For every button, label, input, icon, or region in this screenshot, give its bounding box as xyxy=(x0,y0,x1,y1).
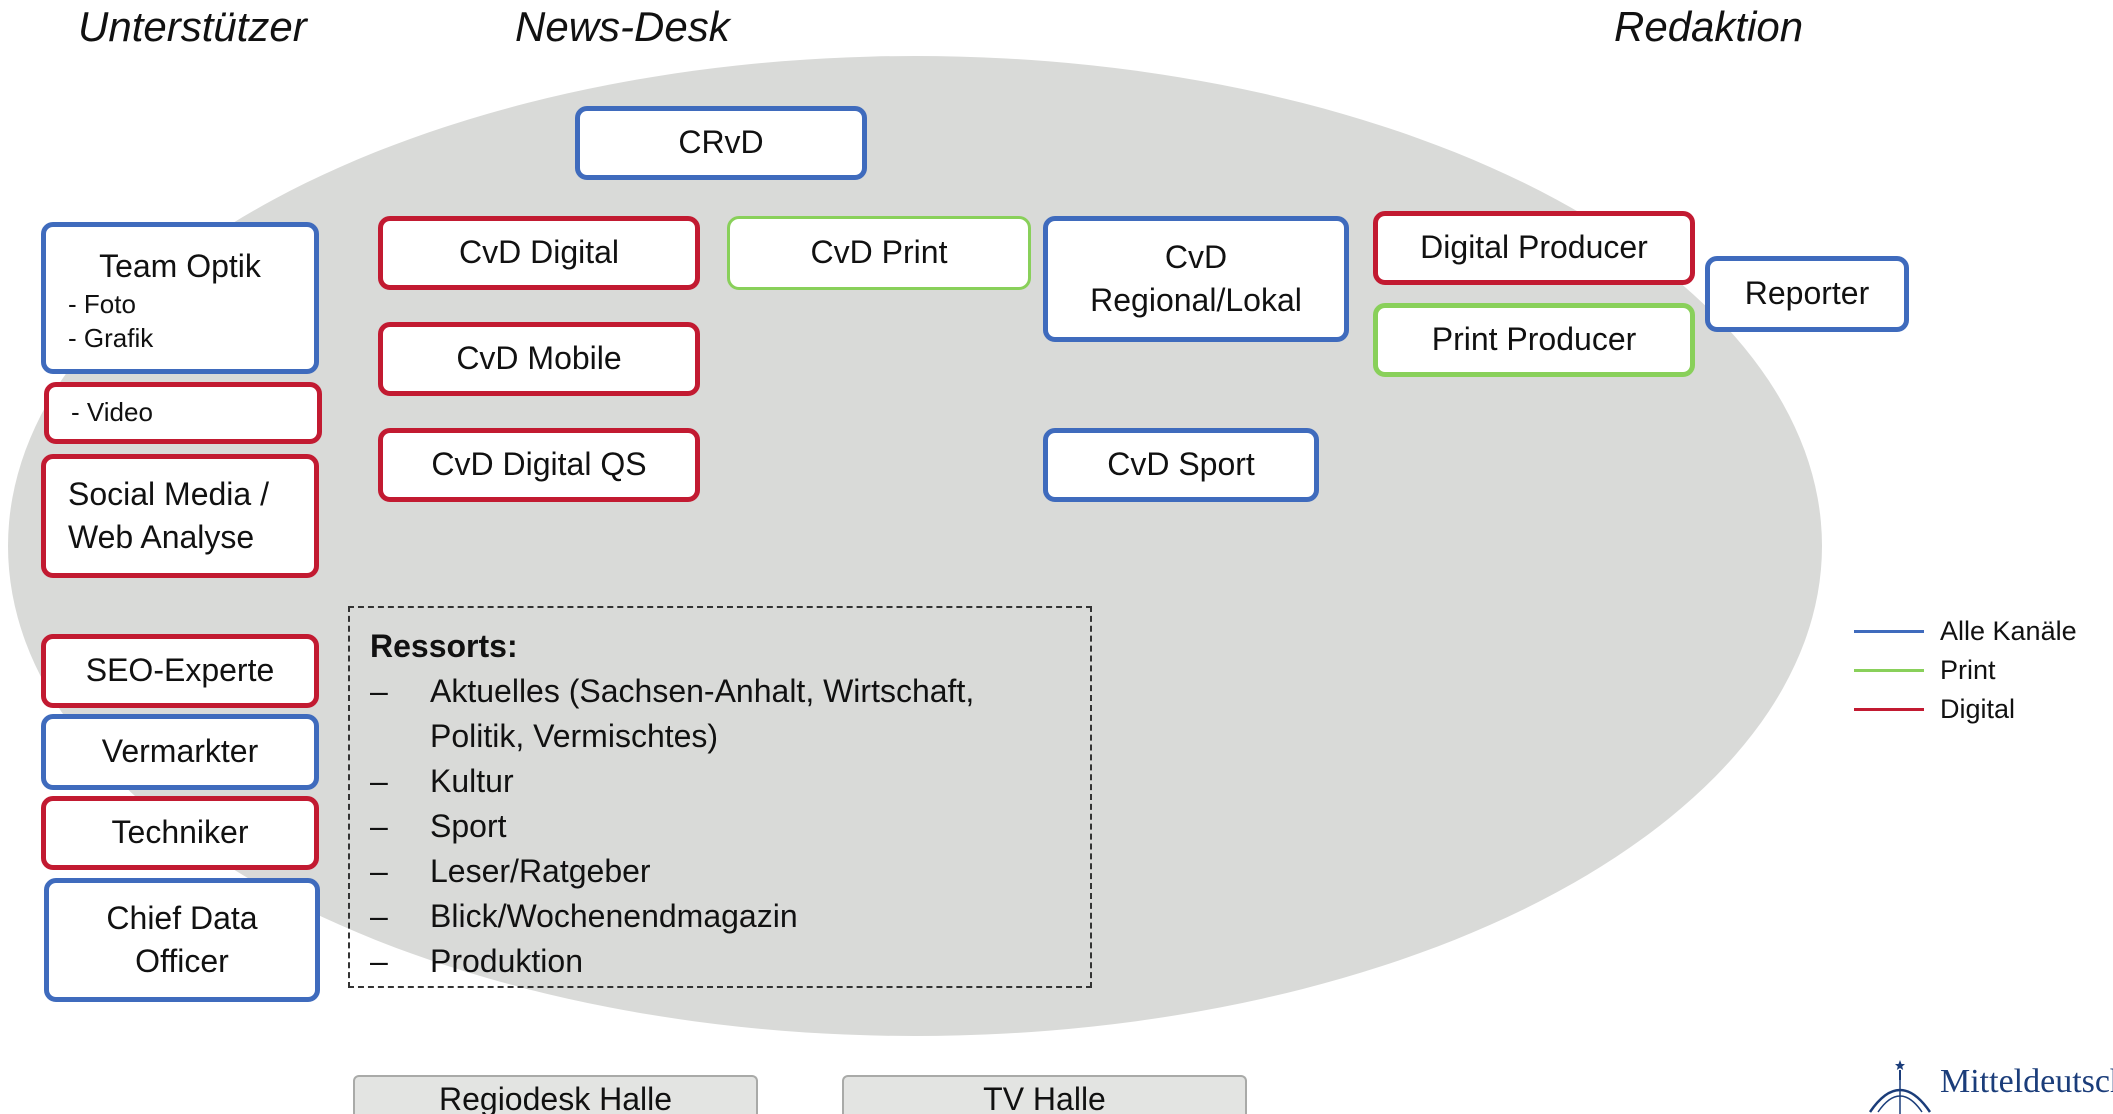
social-media-label: Social Media / Web Analyse xyxy=(68,475,269,555)
heading-unterstuetzer: Unterstützer xyxy=(78,3,307,50)
reporter-label: Reporter xyxy=(1744,275,1870,312)
ressort-item: –Leser/Ratgeber xyxy=(370,853,651,889)
heading-news-desk: News-Desk xyxy=(515,3,730,50)
tv-halle-label: TV Halle xyxy=(983,1081,1106,1114)
digital-producer-label: Digital Producer xyxy=(1420,229,1648,266)
ressort-item: –Blick/Wochenendmagazin xyxy=(370,898,798,934)
print-producer-label: Print Producer xyxy=(1431,321,1637,358)
box-digital-producer: Digital Producer xyxy=(1373,211,1695,285)
cvd-digital-label: CvD Digital xyxy=(458,234,620,271)
team-optik-label: Team Optik xyxy=(99,248,261,284)
foto-label: - Foto xyxy=(68,289,136,320)
legend-label: Alle Kanäle xyxy=(1940,616,2077,646)
box-cvd-print: CvD Print xyxy=(727,216,1031,290)
box-reporter: Reporter xyxy=(1705,256,1909,332)
ressort-item: –Sport xyxy=(370,808,507,844)
dome-icon xyxy=(1868,1060,1932,1114)
box-video: - Video xyxy=(44,382,322,444)
box-cvd-digital: CvD Digital xyxy=(378,216,700,290)
heading-redaktion: Redaktion xyxy=(1614,3,1804,50)
box-cvd-sport: CvD Sport xyxy=(1043,428,1319,502)
ressorts-title: Ressorts: xyxy=(370,628,518,664)
tab-regiodesk-halle: Regiodesk Halle xyxy=(353,1075,758,1114)
grafik-label: - Grafik xyxy=(68,322,154,353)
ressort-item: –Aktuelles (Sachsen-Anhalt, Wirtschaft, … xyxy=(370,673,975,754)
box-cvd-mobile: CvD Mobile xyxy=(378,322,700,396)
regiodesk-halle-label: Regiodesk Halle xyxy=(438,1081,672,1114)
mitteldeutsche-zeitung-logo: Mitteldeutsche Zeitung xyxy=(1860,1058,2113,1114)
legend-line-blue xyxy=(1854,630,1924,633)
ressorts-list: –Aktuelles (Sachsen-Anhalt, Wirtschaft, … xyxy=(370,669,1090,984)
box-cvd-digital-qs: CvD Digital QS xyxy=(378,428,700,502)
legend-line-red xyxy=(1854,708,1924,711)
legend-item-print: Print xyxy=(1854,651,2077,690)
video-label: - Video xyxy=(71,397,153,428)
legend-label: Digital xyxy=(1940,694,2016,724)
box-chief-data-officer: Chief Data Officer xyxy=(44,878,320,1002)
cvd-sport-label: CvD Sport xyxy=(1107,446,1255,483)
cvd-regional-label: CvD Regional/Lokal xyxy=(1090,238,1302,318)
crvd-label: CRvD xyxy=(678,124,764,161)
techniker-label: Techniker xyxy=(111,814,249,851)
legend: Alle Kanäle Print Digital xyxy=(1854,612,2077,729)
ressorts-box: Ressorts: –Aktuelles (Sachsen-Anhalt, Wi… xyxy=(348,606,1092,988)
box-techniker: Techniker xyxy=(41,796,319,870)
vermarkter-label: Vermarkter xyxy=(101,733,259,770)
box-social-media: Social Media / Web Analyse xyxy=(41,454,319,578)
ressort-item: –Produktion xyxy=(370,943,583,979)
legend-label: Print xyxy=(1940,655,1996,685)
box-seo-experte: SEO-Experte xyxy=(41,634,319,708)
logo-text: Mitteldeutsche Zeitung xyxy=(1940,1063,2113,1100)
legend-item-digital: Digital xyxy=(1854,690,2077,729)
box-crvd: CRvD xyxy=(575,106,867,180)
cvd-print-label: CvD Print xyxy=(810,234,948,271)
ressort-item: –Kultur xyxy=(370,763,514,799)
legend-item-all-channels: Alle Kanäle xyxy=(1854,612,2077,651)
cvd-mobile-label: CvD Mobile xyxy=(456,340,622,377)
tab-tv-halle: TV Halle xyxy=(842,1075,1247,1114)
box-print-producer: Print Producer xyxy=(1373,303,1695,377)
cvd-digital-qs-label: CvD Digital QS xyxy=(431,446,647,483)
seo-experte-label: SEO-Experte xyxy=(85,652,275,689)
box-vermarkter: Vermarkter xyxy=(41,714,319,790)
legend-line-green xyxy=(1854,669,1924,672)
chief-data-officer-label: Chief Data Officer xyxy=(106,899,258,979)
box-cvd-regional: CvD Regional/Lokal xyxy=(1043,216,1349,342)
box-team-optik: Team Optik - Foto - Grafik xyxy=(41,222,319,374)
